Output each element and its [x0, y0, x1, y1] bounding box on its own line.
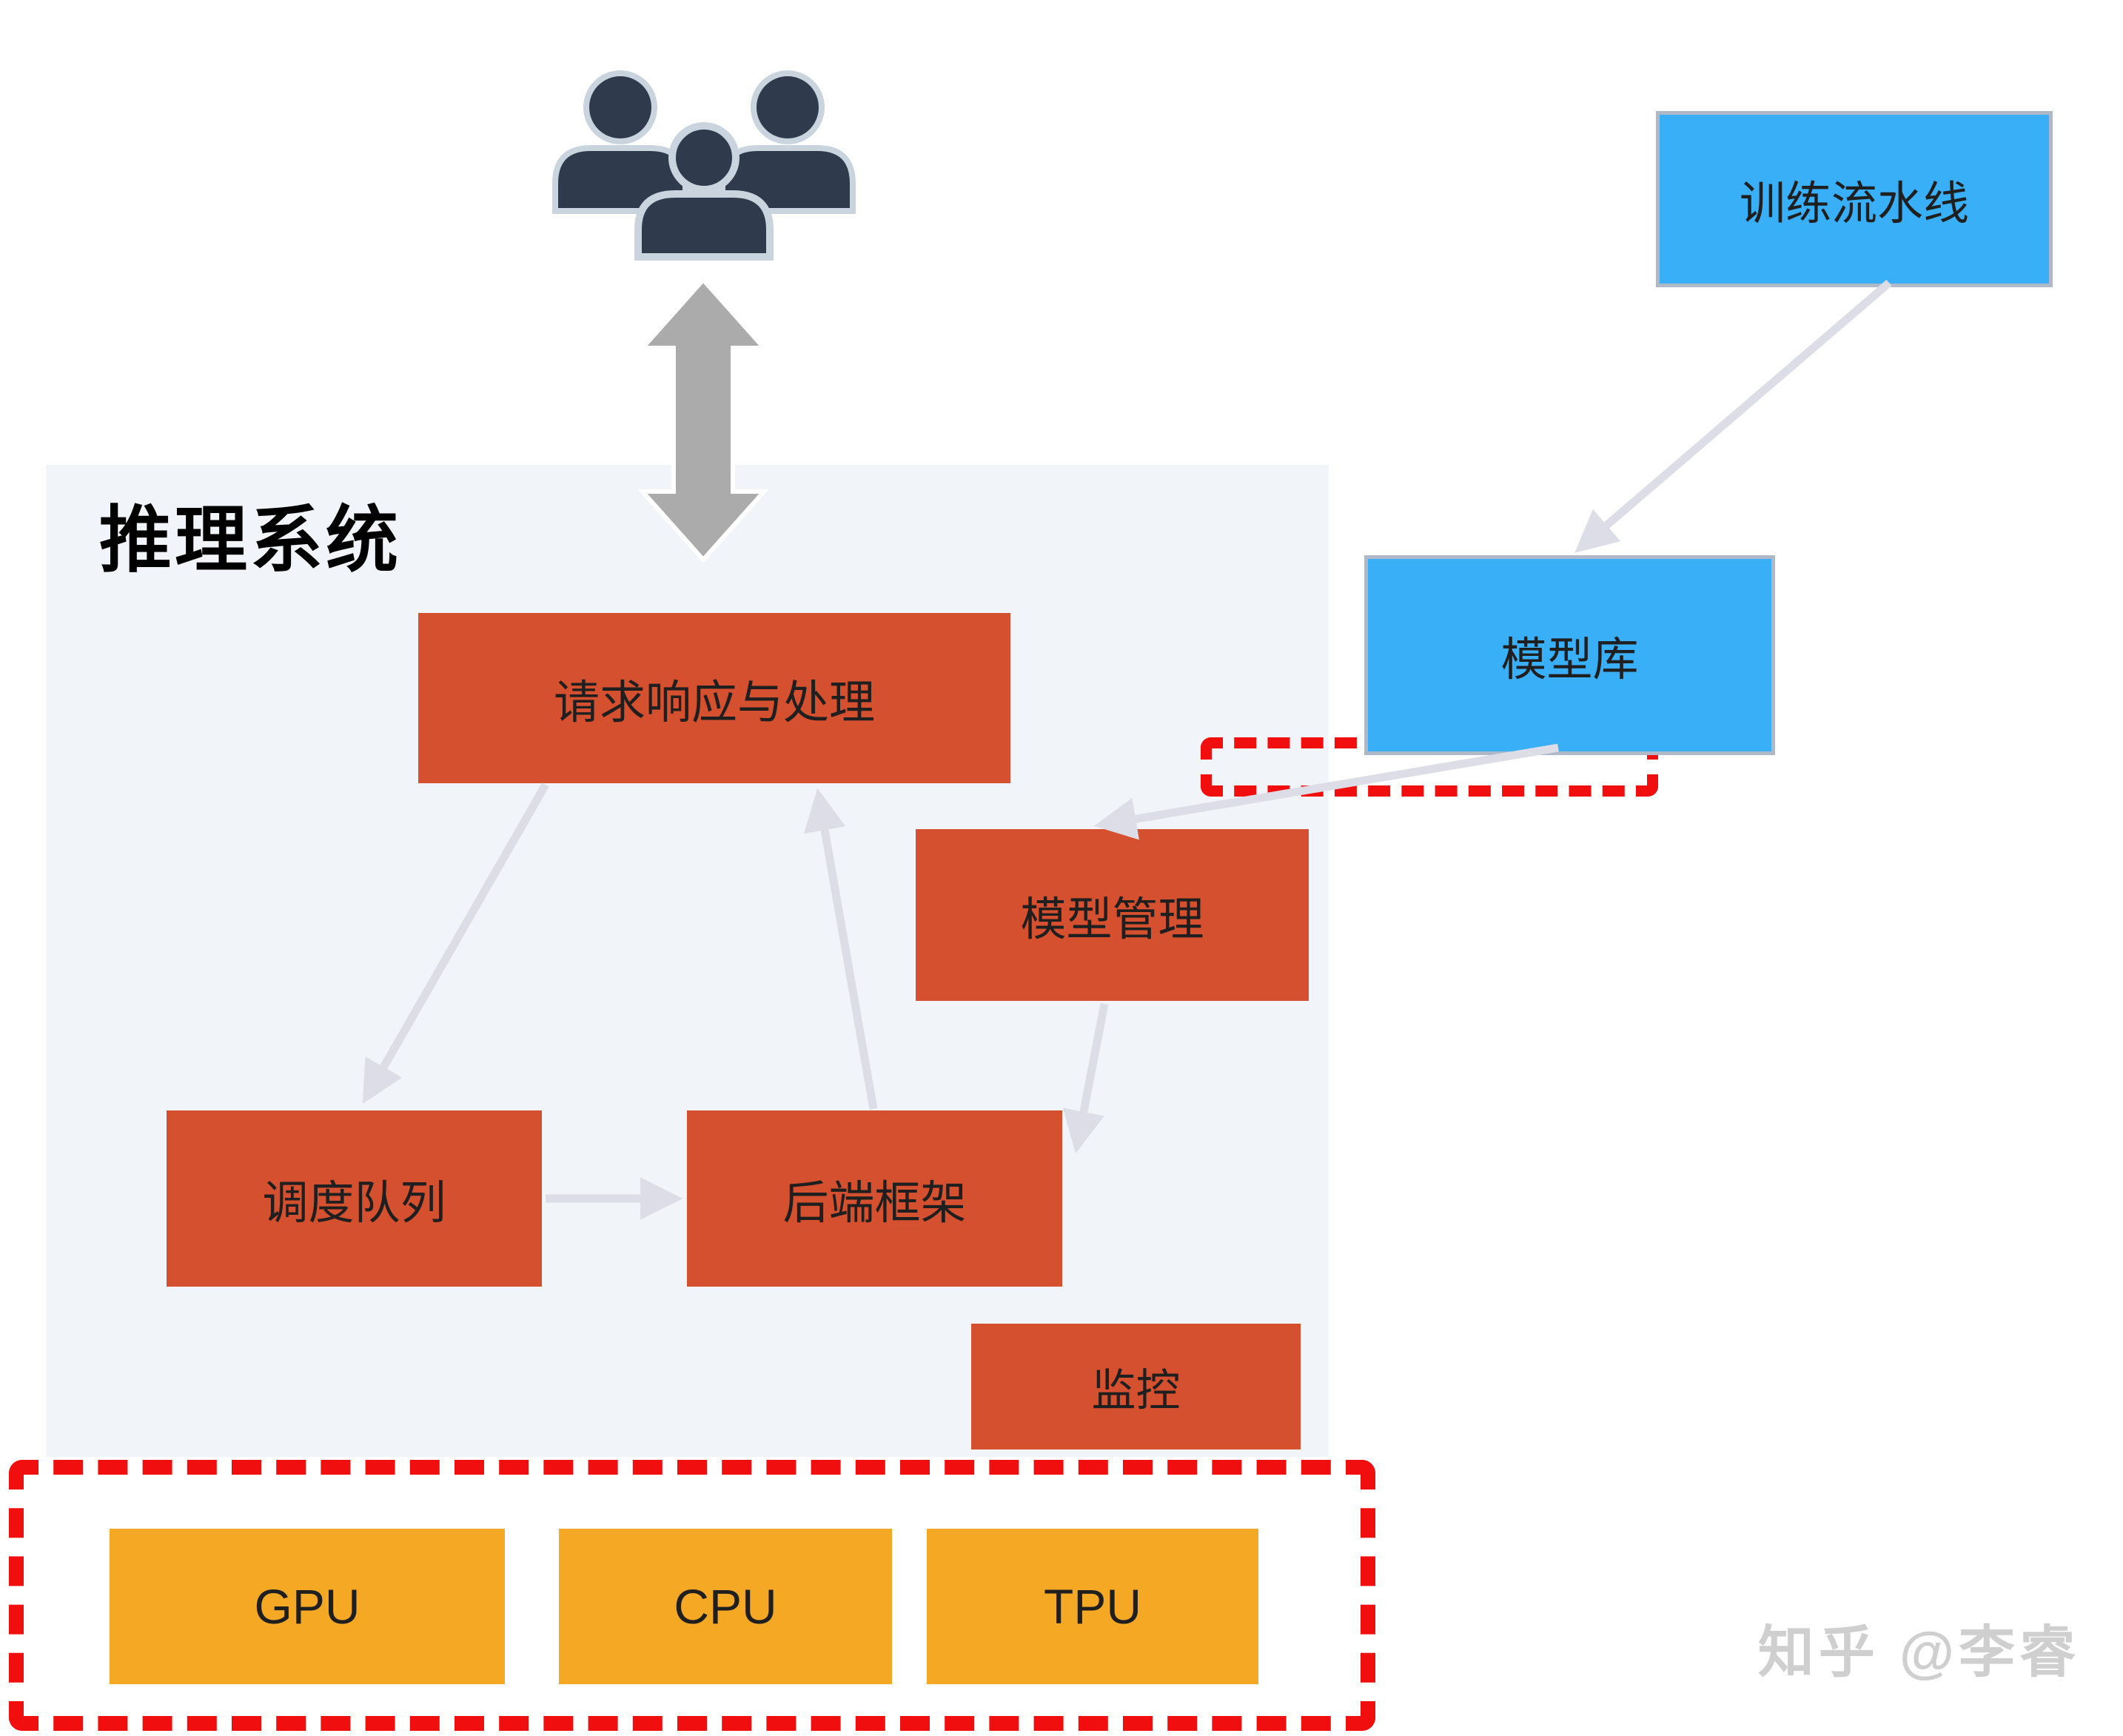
node-request-handling: 请求响应与处理 [418, 613, 1010, 783]
node-training-pipeline: 训练流水线 [1656, 111, 2053, 287]
node-scheduling-queue: 调度队列 [167, 1110, 542, 1287]
node-model-management: 模型管理 [916, 829, 1309, 1001]
watermark: 知乎 @李睿 [1757, 1621, 2080, 1684]
node-backend-framework: 后端框架 [687, 1110, 1062, 1287]
node-cpu: CPU [559, 1529, 892, 1684]
panel-title: 推理系统 [99, 499, 402, 580]
highlight-dashed-box-hardware [9, 1460, 1375, 1731]
node-monitoring: 监控 [971, 1324, 1301, 1450]
connector-training-to-repo [1574, 279, 1892, 553]
node-model-repository: 模型库 [1364, 555, 1775, 755]
node-gpu: GPU [110, 1529, 505, 1684]
node-tpu: TPU [927, 1529, 1258, 1684]
users-group-icon [552, 70, 856, 261]
